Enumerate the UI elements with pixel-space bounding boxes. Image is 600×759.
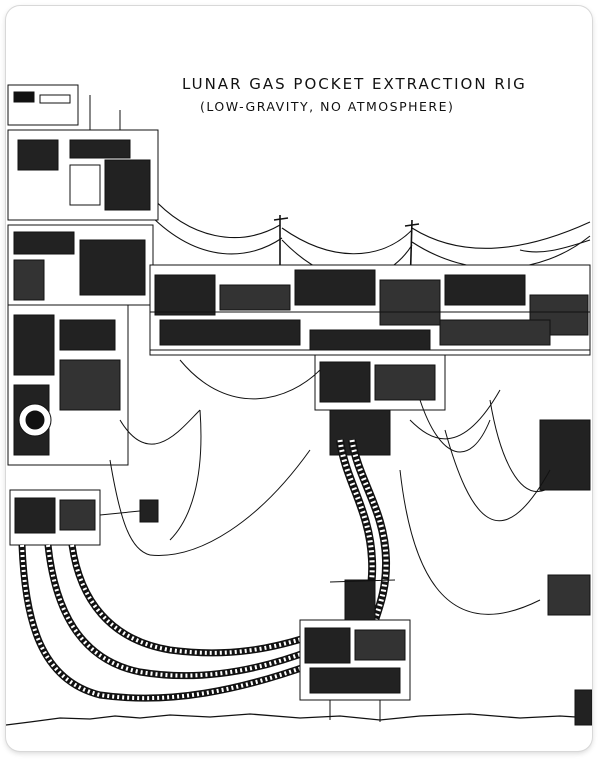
line-drawing: LUNAR GAS POCKET EXTRACTION RIG (LOW-GRA… — [6, 75, 592, 726]
left-base-station — [9, 489, 159, 546]
terrain-line — [6, 713, 592, 726]
main-deck-structure — [149, 264, 591, 356]
bottom-pump-station — [299, 579, 411, 722]
right-side-modules — [539, 419, 592, 726]
hanging-cables — [109, 359, 551, 615]
ribbed-hoses — [18, 439, 391, 702]
illustration-frame: LUNAR GAS POCKET EXTRACTION RIG (LOW-GRA… — [6, 6, 592, 751]
drawing-title: LUNAR GAS POCKET EXTRACTION RIG — [182, 75, 527, 93]
left-tower-structure — [7, 84, 159, 466]
central-hanging-unit — [314, 354, 446, 456]
drawing-subtitle: (LOW-GRAVITY, NO ATMOSPHERE) — [200, 99, 454, 114]
